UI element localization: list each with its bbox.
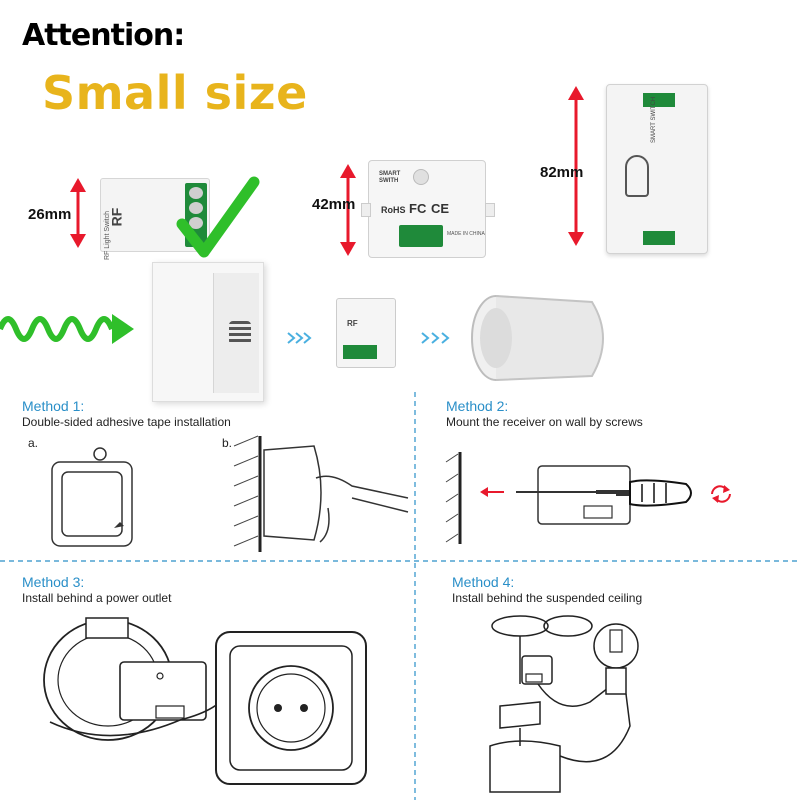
device-label: SMART SWITH — [379, 171, 401, 184]
mount-tab — [361, 203, 371, 217]
divider-vertical — [414, 392, 416, 800]
device-marking: RoHS — [381, 205, 406, 215]
attention-heading: Attention: — [22, 18, 185, 53]
ceiling-install-illustration — [489, 615, 639, 793]
method-2-description: Mount the receiver on wall by screws — [446, 415, 643, 429]
dimension-label-42mm: 42mm — [312, 196, 356, 213]
lamp-logo — [625, 155, 649, 197]
terminal-block-bottom — [643, 231, 675, 245]
rotate-icon — [711, 485, 731, 503]
power-outlet-illustration — [43, 617, 367, 785]
method-1-description: Double-sided adhesive tape installation — [22, 415, 231, 429]
checkmark-icon — [176, 176, 260, 258]
screwdriver-icon — [616, 479, 692, 507]
mount-tab — [485, 203, 495, 217]
wall-box — [471, 295, 604, 381]
small-size-heading: Small size — [42, 66, 308, 120]
press-on-wall-illustration — [233, 435, 409, 552]
dimension-arrow-42mm — [340, 164, 356, 256]
double-chevron-icon — [287, 332, 312, 344]
method-4-title: Method 4: — [452, 574, 515, 590]
method-2-title: Method 2: — [446, 398, 509, 414]
vent-icon — [229, 321, 251, 345]
method-3-title: Method 3: — [22, 574, 85, 590]
method-4-description: Install behind the suspended ceiling — [452, 591, 643, 605]
method-1-step-a: a. — [28, 436, 39, 450]
screw-mount-illustration — [445, 452, 631, 544]
pairing-button — [413, 169, 429, 185]
dimension-arrow-26mm — [70, 178, 86, 248]
method-1-step-b: b. — [222, 436, 233, 450]
dimension-label-26mm: 26mm — [28, 206, 72, 223]
device-rf-light-switch: RF Light Switch RF — [100, 178, 210, 260]
device-smart-switch-square: SMART SWITH RoHS FC CE MADE IN CHINA — [361, 160, 495, 258]
dimension-label-82mm: 82mm — [540, 164, 584, 181]
terminal-block — [399, 225, 443, 247]
wall-switch-panel — [152, 262, 264, 402]
device-smart-switch-long: SMART SWITCH — [606, 84, 708, 254]
double-chevron-icon — [421, 332, 450, 344]
ce-mark: CE — [431, 201, 450, 216]
method-1-title: Method 1: — [22, 398, 85, 414]
wave-arrow-icon — [0, 314, 134, 344]
adhesive-module-illustration — [51, 447, 133, 547]
dimension-arrow-82mm — [568, 86, 584, 246]
divider-horizontal — [0, 560, 800, 562]
method-3-description: Install behind a power outlet — [22, 591, 172, 605]
device-marking: RF — [108, 207, 125, 227]
origin-label: MADE IN CHINA — [447, 231, 485, 237]
device-label: SMART SWITCH — [651, 96, 657, 143]
terminal-block-top — [643, 93, 675, 107]
fc-mark: FC — [409, 201, 427, 216]
rf-module-small: RF — [336, 298, 396, 368]
